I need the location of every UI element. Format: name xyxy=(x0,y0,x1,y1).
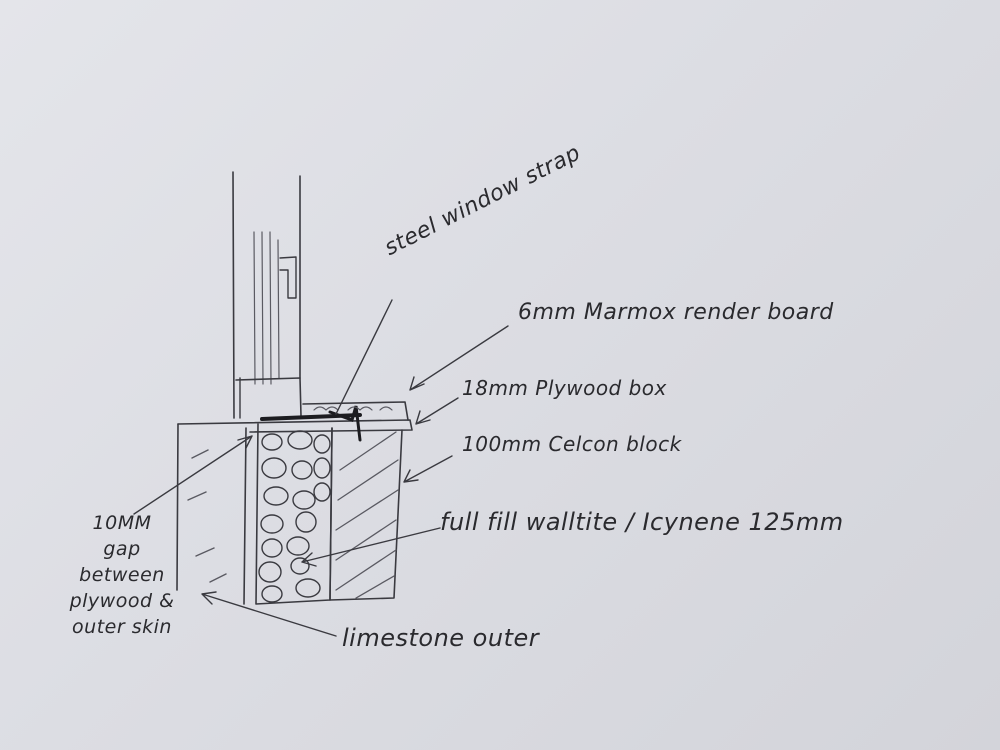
gap-note-line-4: plywood & xyxy=(69,590,175,612)
label-render-board: 6mm Marmox render board xyxy=(518,300,834,325)
insulation-cavity xyxy=(255,423,333,605)
label-limestone-outer: limestone outer xyxy=(342,624,540,652)
label-plywood-box: 18mm Plywood box xyxy=(462,376,667,400)
sill-assembly xyxy=(177,401,413,442)
label-full-fill-insulation: full fill walltite / Icynene 125mm xyxy=(440,508,844,536)
limestone-outer-skin xyxy=(176,423,247,605)
gap-note-line-2: gap xyxy=(103,538,141,560)
gap-note-line-1: 10MM xyxy=(92,512,152,534)
leader-lines xyxy=(133,299,509,637)
label-celcon-block: 100mm Celcon block xyxy=(462,432,682,456)
window-frame xyxy=(232,171,302,419)
gap-note-line-5: outer skin xyxy=(72,616,172,638)
label-gap-note: 10MM gap between plywood & outer skin xyxy=(58,510,186,640)
celcon-block xyxy=(329,427,403,601)
gap-note-line-3: between xyxy=(79,564,165,586)
